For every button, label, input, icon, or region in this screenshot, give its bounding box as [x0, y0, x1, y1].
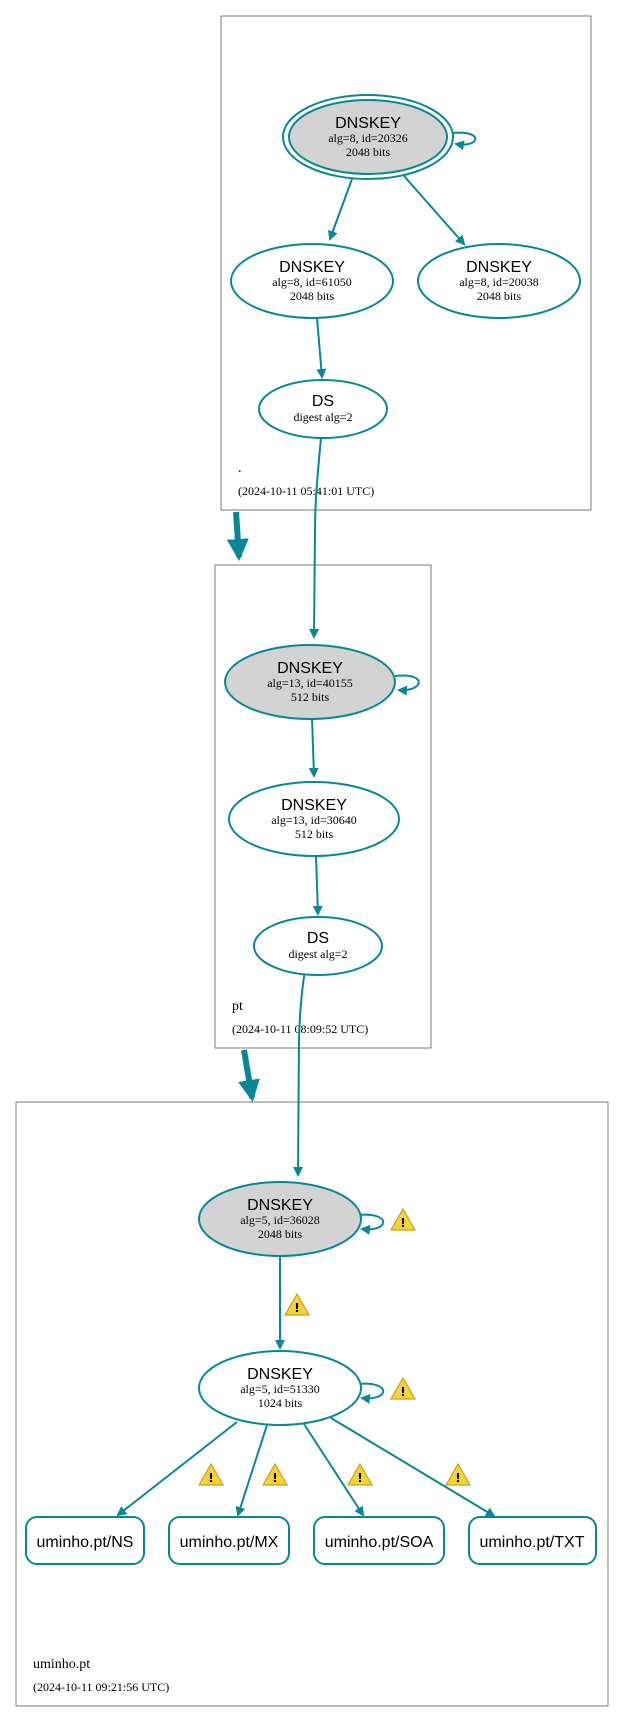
node-key-size: 2048 bits — [258, 1227, 303, 1241]
node-pt-ksk[interactable]: DNSKEY alg=13, id=40155 512 bits — [224, 644, 396, 720]
warning-icon[interactable] — [390, 1208, 416, 1231]
node-key-size: 2048 bits — [290, 289, 335, 303]
zone-root: . (2024-10-11 05:41:01 UTC) — [220, 15, 592, 511]
edge-root-zsk-to-ds — [316, 317, 327, 379]
node-root-zsk[interactable]: DNSKEY alg=8, id=61050 2048 bits — [230, 243, 394, 319]
edge-pt-ksk-self — [394, 674, 420, 696]
rrset-mx-label: uminho.pt/MX — [180, 1534, 279, 1551]
rrset-soa[interactable]: uminho.pt/SOA — [313, 1516, 445, 1565]
rrset-mx[interactable]: uminho.pt/MX — [168, 1516, 290, 1565]
node-title: DNSKEY — [279, 259, 345, 276]
zone-root-timestamp: (2024-10-11 05:41:01 UTC) — [238, 484, 374, 498]
edge-root-ksk-to-key2 — [403, 175, 466, 246]
node-pt-zsk[interactable]: DNSKEY alg=13, id=30640 512 bits — [228, 781, 400, 857]
edge-um-zsk-to-ns — [116, 1421, 238, 1517]
node-key-size: 512 bits — [295, 827, 334, 841]
edge-um-ksk-self — [357, 1213, 385, 1235]
node-key-size: 2048 bits — [477, 289, 522, 303]
node-root-ds[interactable]: DS digest alg=2 — [258, 379, 388, 439]
rrset-ns[interactable]: uminho.pt/NS — [25, 1516, 145, 1565]
edge-pt-zsk-to-ds — [312, 855, 323, 916]
warning-icon[interactable] — [347, 1463, 373, 1486]
node-root-ksk[interactable]: DNSKEY alg=8, id=20326 2048 bits — [282, 94, 454, 180]
rrset-soa-label: uminho.pt/SOA — [325, 1534, 434, 1551]
warning-icon[interactable] — [445, 1463, 471, 1486]
zone-uminho-box — [15, 1101, 609, 1707]
warning-icon[interactable] — [390, 1377, 416, 1400]
node-title: DS — [307, 930, 329, 947]
edge-pt-ds-to-um-ksk — [293, 945, 311, 1177]
node-alg-id: alg=5, id=36028 — [240, 1213, 320, 1227]
node-title: DNSKEY — [247, 1197, 313, 1214]
node-title: DNSKEY — [281, 797, 347, 814]
rrset-txt[interactable]: uminho.pt/TXT — [468, 1516, 597, 1565]
node-title: DNSKEY — [335, 115, 401, 132]
zone-uminho: uminho.pt (2024-10-11 09:21:56 UTC) — [15, 1101, 609, 1707]
edge-um-zsk-to-soa — [303, 1423, 365, 1517]
zone-uminho-timestamp: (2024-10-11 09:21:56 UTC) — [33, 1680, 169, 1694]
edge-pt-ksk-to-zsk — [308, 717, 319, 778]
edge-root-ksk-to-zsk — [328, 178, 353, 241]
node-alg-id: alg=8, id=61050 — [272, 275, 352, 289]
zone-root-name: . — [238, 461, 242, 476]
edges — [116, 131, 496, 1518]
edge-um-zsk-to-mx — [235, 1424, 268, 1517]
edge-root-ds-to-pt-ksk — [309, 437, 322, 639]
edge-root-ksk-self — [451, 131, 477, 151]
node-key-size: 1024 bits — [258, 1396, 303, 1410]
rrset-ns-label: uminho.pt/NS — [37, 1534, 134, 1551]
warning-icon[interactable] — [284, 1293, 310, 1316]
rrset-txt-label: uminho.pt/TXT — [480, 1534, 585, 1551]
node-title: DS — [312, 393, 334, 410]
delegation-pt-to-uminho-arrow — [238, 1049, 260, 1102]
node-key-size: 2048 bits — [346, 145, 391, 159]
node-digest: digest alg=2 — [293, 410, 352, 424]
node-digest: digest alg=2 — [288, 947, 347, 961]
node-key-size: 512 bits — [291, 690, 330, 704]
zone-pt-name: pt — [232, 999, 243, 1014]
node-pt-ds[interactable]: DS digest alg=2 — [253, 916, 383, 976]
delegation-root-to-pt-arrow — [226, 511, 249, 561]
warning-icon[interactable] — [262, 1463, 288, 1486]
node-alg-id: alg=8, id=20038 — [459, 275, 539, 289]
edge-um-zsk-to-txt — [330, 1417, 496, 1518]
zone-root-box — [220, 15, 592, 511]
node-title: DNSKEY — [277, 660, 343, 677]
zone-uminho-name: uminho.pt — [33, 1657, 90, 1672]
warning-icon[interactable] — [198, 1463, 224, 1486]
zone-pt-box — [214, 564, 432, 1049]
node-alg-id: alg=13, id=40155 — [267, 676, 353, 690]
node-uminho-ksk[interactable]: DNSKEY alg=5, id=36028 2048 bits — [198, 1181, 362, 1257]
node-uminho-zsk[interactable]: DNSKEY alg=5, id=51330 1024 bits — [198, 1350, 362, 1426]
node-root-key2[interactable]: DNSKEY alg=8, id=20038 2048 bits — [417, 243, 581, 319]
node-alg-id: alg=8, id=20326 — [328, 131, 408, 145]
edge-um-zsk-self — [357, 1382, 385, 1404]
node-alg-id: alg=13, id=30640 — [271, 813, 357, 827]
node-title: DNSKEY — [247, 1366, 313, 1383]
node-title: DNSKEY — [466, 259, 532, 276]
node-alg-id: alg=5, id=51330 — [240, 1382, 320, 1396]
